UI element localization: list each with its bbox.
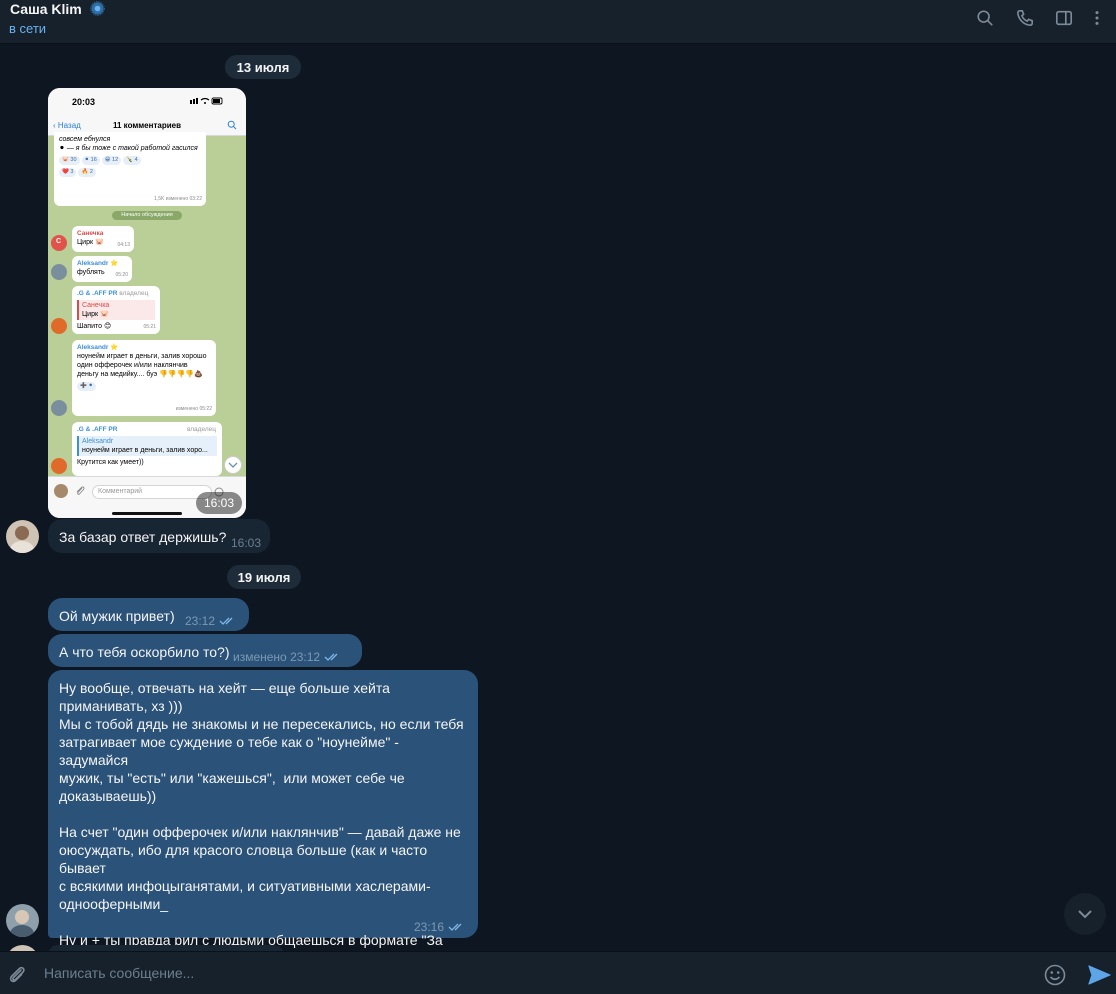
- message-bubble[interactable]: Ой мужик привет) 23:12: [48, 598, 249, 631]
- avatar: [51, 318, 67, 334]
- emoji-icon: [1044, 964, 1066, 986]
- scroll-to-bottom-button[interactable]: [1064, 893, 1106, 935]
- send-button[interactable]: [1086, 963, 1112, 987]
- avatar: [51, 400, 67, 416]
- comment-bubble: Санечка Цирк 🐷 04:13: [72, 226, 134, 252]
- dark-circle-emoji: ⚫: [59, 145, 67, 152]
- peer-status: в сети: [9, 21, 47, 36]
- date-separator: 19 июля: [227, 565, 301, 589]
- message-list[interactable]: 13 июля 20:03 ‹ Назад 11 комментариев со…: [0, 45, 1116, 951]
- attach-button[interactable]: [6, 964, 28, 986]
- verified-icon: [89, 1, 105, 19]
- reactions: 🐷 30 ⚫ 16 😁 12 🍾 4: [59, 156, 201, 165]
- message-input[interactable]: [44, 962, 1014, 984]
- chat-header: Саша Klim в сети: [0, 0, 1116, 44]
- message-bubble[interactable]: Ну вообще, отвечать на хейт — еще больше…: [48, 670, 478, 951]
- double-check-icon: [448, 923, 462, 931]
- scroll-down-icon: [224, 456, 242, 474]
- avatar: [54, 484, 68, 498]
- comment-bubble: .G & .AFF PR владелец Санечка Цирк 🐷 Шап…: [72, 286, 160, 334]
- search-icon: [977, 10, 993, 26]
- more-icon: [1095, 11, 1099, 25]
- discussion-start-pill: Начало обсуждения: [112, 211, 182, 220]
- comment-bubble: Aleksandr ⭐ фублять 05:20: [72, 256, 132, 282]
- emoji-button[interactable]: [1043, 963, 1067, 987]
- avatar: [51, 264, 67, 280]
- phone-input-bar: Комментарий: [48, 476, 246, 518]
- attach-icon: [9, 966, 25, 983]
- attach-icon: [76, 486, 85, 495]
- message-time-badge: 16:03: [196, 492, 242, 514]
- peer-name[interactable]: Саша Klim: [10, 1, 105, 19]
- avatar[interactable]: [6, 945, 39, 951]
- comment-bubble: Aleksandr ⭐ ноунейм играет в деньги, зал…: [72, 340, 216, 416]
- post-fragment: совсем ебнулся ⚫ — я бы тоже с такой раб…: [54, 132, 206, 206]
- message-composer: [0, 951, 1116, 994]
- chevron-down-icon: [1078, 910, 1092, 919]
- avatar: С: [51, 235, 67, 251]
- sticker-icon: [214, 487, 224, 497]
- search-icon: [227, 120, 237, 130]
- phone-battery-icon: [190, 97, 223, 105]
- home-indicator: [112, 512, 182, 515]
- double-check-icon: [324, 653, 338, 661]
- send-icon: [1088, 965, 1111, 985]
- call-button[interactable]: [1014, 7, 1036, 29]
- avatar[interactable]: [6, 904, 39, 937]
- chevron-left-icon: ‹: [53, 121, 58, 130]
- photo-message[interactable]: 20:03 ‹ Назад 11 комментариев совсем ебн…: [48, 88, 246, 518]
- message-bubble[interactable]: А что тебя оскорбило то?) изменено 23:12: [48, 634, 362, 667]
- double-check-icon: [219, 617, 233, 625]
- message-bubble[interactable]: За базар ответ держишь? 16:03: [48, 519, 270, 553]
- sidebar-toggle-icon: [1055, 10, 1073, 26]
- search-button[interactable]: [974, 7, 996, 29]
- phone-status-bar: 20:03: [48, 88, 246, 114]
- phone-icon: [1016, 9, 1034, 27]
- sidebar-toggle-button[interactable]: [1053, 7, 1075, 29]
- comment-bubble: .G & .AFF PR владелец Aleksandr ноунейм …: [72, 422, 222, 476]
- more-button[interactable]: [1086, 7, 1108, 29]
- message-bubble[interactable]: [48, 945, 284, 951]
- avatar[interactable]: [6, 520, 39, 553]
- avatar: [51, 458, 67, 474]
- date-separator: 13 июля: [225, 55, 301, 79]
